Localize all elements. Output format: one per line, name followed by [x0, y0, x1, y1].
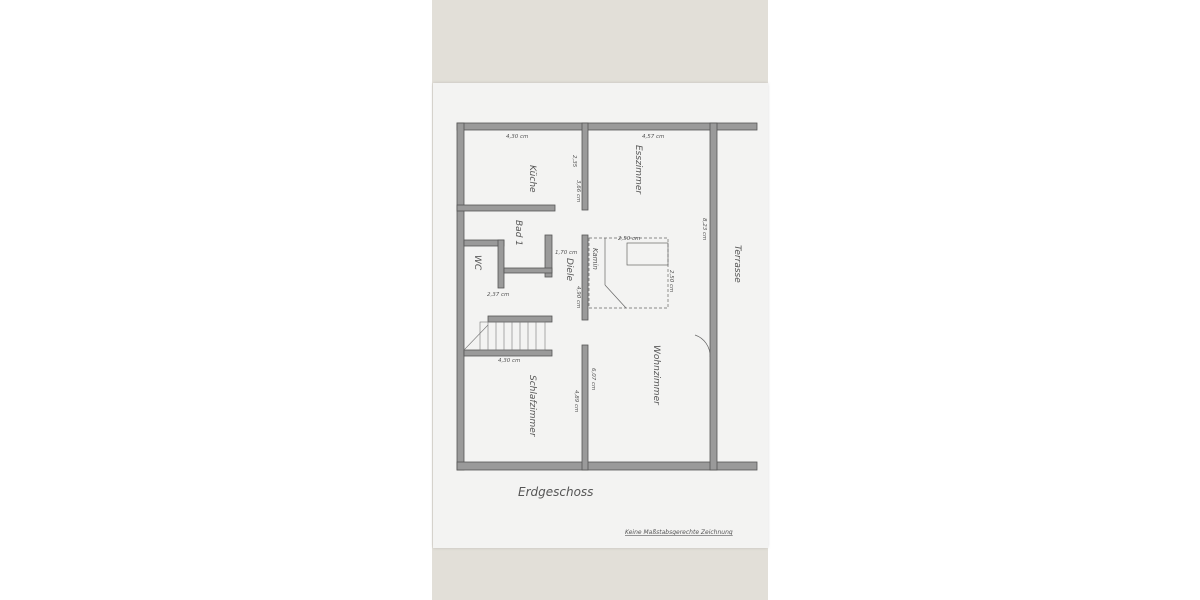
- terrace-door: [694, 334, 711, 358]
- staircase: [463, 321, 546, 351]
- wall-kitchen-bath: [456, 204, 556, 212]
- dim-kitchen-width: 4,30 cm: [506, 134, 528, 140]
- room-terrace: Terrasse: [732, 245, 742, 283]
- dim-wc-width: 2,37 cm: [487, 292, 509, 298]
- wall-stair-bottom: [463, 349, 553, 357]
- wall-hall-living: [581, 234, 589, 321]
- dim-fireplace-width: 2,50 cm: [618, 236, 640, 242]
- wall-bottom: [456, 461, 758, 471]
- room-hall: Diele: [564, 258, 574, 281]
- dim-living-wall: 6,07 cm: [590, 368, 596, 390]
- wall-wc-right: [497, 239, 505, 289]
- wall-bath-right: [544, 234, 553, 278]
- dim-hall-length: 4,90 cm: [575, 286, 581, 308]
- fireplace: [588, 237, 669, 309]
- floor-title: Erdgeschoss: [518, 485, 593, 499]
- dim-dining-wall: 3,66 cm: [575, 180, 581, 202]
- wall-left: [456, 122, 465, 471]
- dim-bedroom-width: 4,30 cm: [498, 358, 520, 364]
- wall-kitchen-dining: [581, 122, 589, 211]
- dim-kitchen-depth: 2,35: [571, 155, 577, 168]
- dim-fireplace-depth: 2,50 cm: [668, 270, 674, 292]
- wall-bed-living: [581, 344, 589, 471]
- room-fireplace: Kamin: [591, 248, 599, 270]
- dim-dining-width: 4,57 cm: [642, 134, 664, 140]
- wall-bath-bottom: [503, 267, 553, 274]
- dim-right-wall: 8,23 cm: [701, 218, 707, 240]
- dim-hall-width: 1,70 cm: [555, 250, 577, 256]
- room-bedroom: Schlafzimmer: [527, 375, 537, 438]
- wall-stair-top: [487, 315, 553, 323]
- disclaimer: Keine Maßstabsgerechte Zeichnung: [625, 529, 733, 536]
- room-bath: Bad 1: [513, 220, 523, 246]
- room-dining: Esszimmer: [633, 145, 643, 195]
- room-living: Wohnzimmer: [651, 345, 661, 406]
- wall-right: [709, 122, 718, 471]
- room-kitchen: Küche: [527, 165, 537, 193]
- dim-bedroom-depth: 4,89 cm: [573, 390, 579, 412]
- walls: [456, 122, 758, 471]
- room-wc: WC: [472, 255, 482, 271]
